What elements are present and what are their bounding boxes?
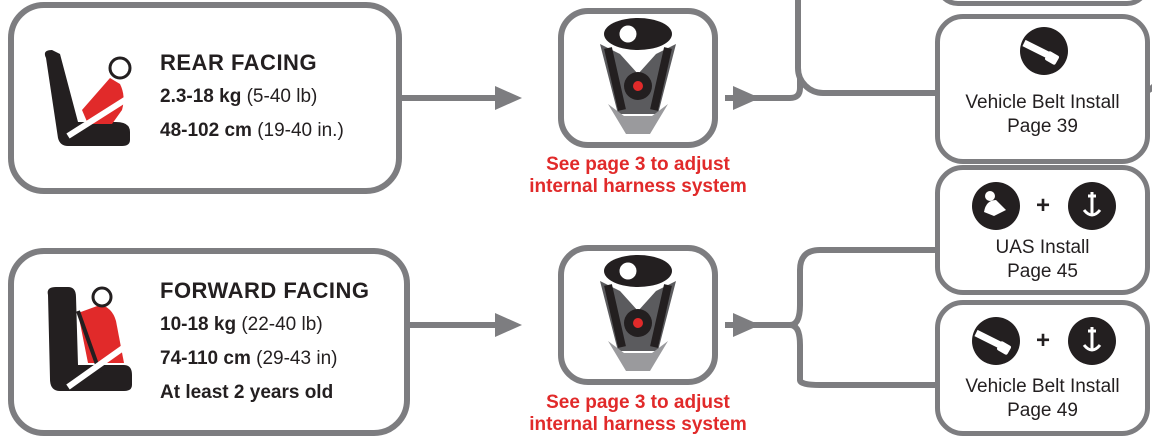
rear-height-in: (19-40 in.) (257, 120, 344, 141)
tether-anchor-icon (1068, 182, 1116, 230)
fwd-belt-option[interactable]: + Vehicle Belt Install Page 49 (935, 300, 1150, 436)
rear-note-line2: internal harness system (529, 176, 747, 197)
fwd-uas-option[interactable]: + UAS Install Page 45 (935, 165, 1150, 295)
rear-height-cm: 48-102 cm (160, 120, 252, 141)
vehicle-belt-icon (1020, 27, 1068, 75)
rear-harness-note: See page 3 to adjust internal harness sy… (498, 154, 778, 198)
forward-harness-note: See page 3 to adjust internal harness sy… (498, 392, 778, 436)
vehicle-belt-icon (972, 317, 1020, 365)
forward-height: 74-110 cm (29-43 in) (160, 348, 337, 370)
forward-weight-kg: 10-18 kg (160, 314, 237, 335)
forward-note-line1: See page 3 to adjust (546, 392, 730, 413)
rear-weight: 2.3-18 kg (5-40 lb) (160, 86, 317, 108)
forward-age: At least 2 years old (160, 382, 333, 404)
forward-weight: 10-18 kg (22-40 lb) (160, 314, 323, 336)
arrow-head (733, 313, 760, 337)
rear-option-partial-inner (935, 0, 1150, 6)
rear-note-line1: See page 3 to adjust (546, 154, 730, 175)
uas-latch-icon (972, 182, 1020, 230)
rear-facing-box (8, 2, 402, 194)
tether-anchor-icon (1068, 317, 1116, 365)
forward-note-line2: internal harness system (529, 414, 747, 435)
fwd-uas-label: UAS Install (995, 237, 1090, 258)
rear-weight-kg: 2.3-18 kg (160, 86, 242, 107)
rear-facing-title: REAR FACING (160, 50, 318, 75)
fwd-belt-page: Page 49 (1007, 400, 1078, 421)
arrow-head (733, 86, 760, 110)
rear-belt-label: Vehicle Belt Install (965, 92, 1120, 113)
rear-height: 48-102 cm (19-40 in.) (160, 120, 344, 142)
fwd-uas-page: Page 45 (1007, 261, 1078, 282)
rear-weight-lb: (5-40 lb) (246, 86, 318, 107)
forward-facing-title: FORWARD FACING (160, 278, 370, 303)
arrow-head (495, 313, 522, 337)
arrow-head (495, 86, 522, 110)
belt-plus: + (1036, 327, 1051, 354)
rear-belt-option[interactable]: Vehicle Belt Install Page 39 (935, 14, 1150, 164)
uas-plus: + (1036, 192, 1051, 219)
fwd-belt-label: Vehicle Belt Install (965, 376, 1120, 397)
forward-age-text: At least 2 years old (160, 382, 334, 403)
rear-facing-seat-icon (44, 50, 132, 146)
harness-icon (600, 255, 676, 371)
harness-icon (600, 18, 676, 134)
forward-facing-seat-icon (47, 286, 132, 391)
forward-height-in: (29-43 in) (256, 348, 338, 369)
forward-height-cm: 74-110 cm (160, 348, 251, 369)
forward-weight-lb: (22-40 lb) (241, 314, 323, 335)
rear-belt-page: Page 39 (1007, 116, 1078, 137)
